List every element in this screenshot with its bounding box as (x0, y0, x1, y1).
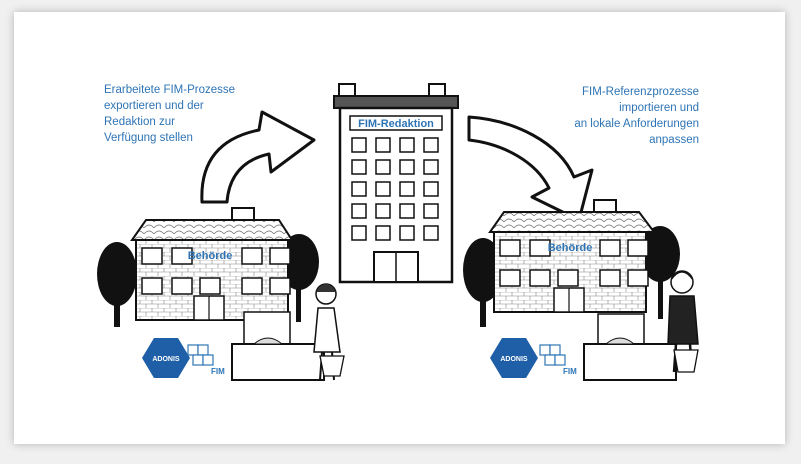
house-window (627, 239, 649, 257)
house-window (241, 277, 263, 295)
house-window (199, 277, 221, 295)
house-window (171, 247, 193, 265)
house-window (241, 247, 263, 265)
tower-window (423, 203, 439, 219)
caption-import: FIM-Referenzprozesse importieren und an … (574, 86, 699, 146)
tower-window (423, 181, 439, 197)
tower-window (423, 225, 439, 241)
tower-window (399, 159, 415, 175)
right-authority-sign: Behörde (548, 242, 593, 254)
tower-window (375, 137, 391, 153)
tower-window (423, 137, 439, 153)
fim-logo-right: FIM (539, 344, 577, 376)
tower-window (375, 203, 391, 219)
svg-text:FIM: FIM (563, 367, 577, 376)
tower-window (375, 181, 391, 197)
tower-window (351, 137, 367, 153)
house-window (529, 269, 551, 287)
fim-logo-left: FIM (187, 344, 225, 376)
tower-window (399, 203, 415, 219)
tower-window (399, 181, 415, 197)
fim-redaktion-building (333, 83, 459, 284)
import-arrow (467, 115, 594, 222)
caption-export: Erarbeitete FIM-Prozesse exportieren und… (104, 84, 236, 144)
house-window (141, 247, 163, 265)
left-authority-scene (97, 207, 345, 381)
adonis-logo-left: ADONIS (142, 338, 190, 378)
house-window (599, 269, 621, 287)
house-window (499, 239, 521, 257)
house-window (627, 269, 649, 287)
right-authority-scene (463, 199, 699, 381)
house-window (599, 239, 621, 257)
tower-window (351, 203, 367, 219)
left-authority-sign: Behörde (188, 250, 233, 262)
tree-left-1 (97, 242, 137, 327)
scene-illustration: FIM-Redaktion (97, 83, 699, 381)
svg-text:ADONIS: ADONIS (152, 356, 180, 363)
tower-window (399, 137, 415, 153)
house-window (529, 239, 551, 257)
svg-text:FIM: FIM (211, 367, 225, 376)
man-figure (667, 270, 699, 373)
slide: Erarbeitete FIM-Prozesse exportieren und… (14, 12, 785, 444)
tower-window (351, 225, 367, 241)
house-window (269, 277, 291, 295)
tower-window (423, 159, 439, 175)
tree-right-2 (640, 226, 680, 319)
export-arrow (200, 110, 316, 204)
tower-window (375, 159, 391, 175)
tower-window (375, 225, 391, 241)
tower-window (351, 159, 367, 175)
fim-redaktion-sign: FIM-Redaktion (358, 118, 434, 130)
house-window (557, 269, 579, 287)
house-window (141, 277, 163, 295)
svg-text:ADONIS: ADONIS (500, 356, 528, 363)
house-window (269, 247, 291, 265)
tower-window (351, 181, 367, 197)
tower-window (399, 225, 415, 241)
house-window (499, 269, 521, 287)
house-window (171, 277, 193, 295)
adonis-logo-right: ADONIS (490, 338, 538, 378)
woman-figure (313, 283, 341, 381)
